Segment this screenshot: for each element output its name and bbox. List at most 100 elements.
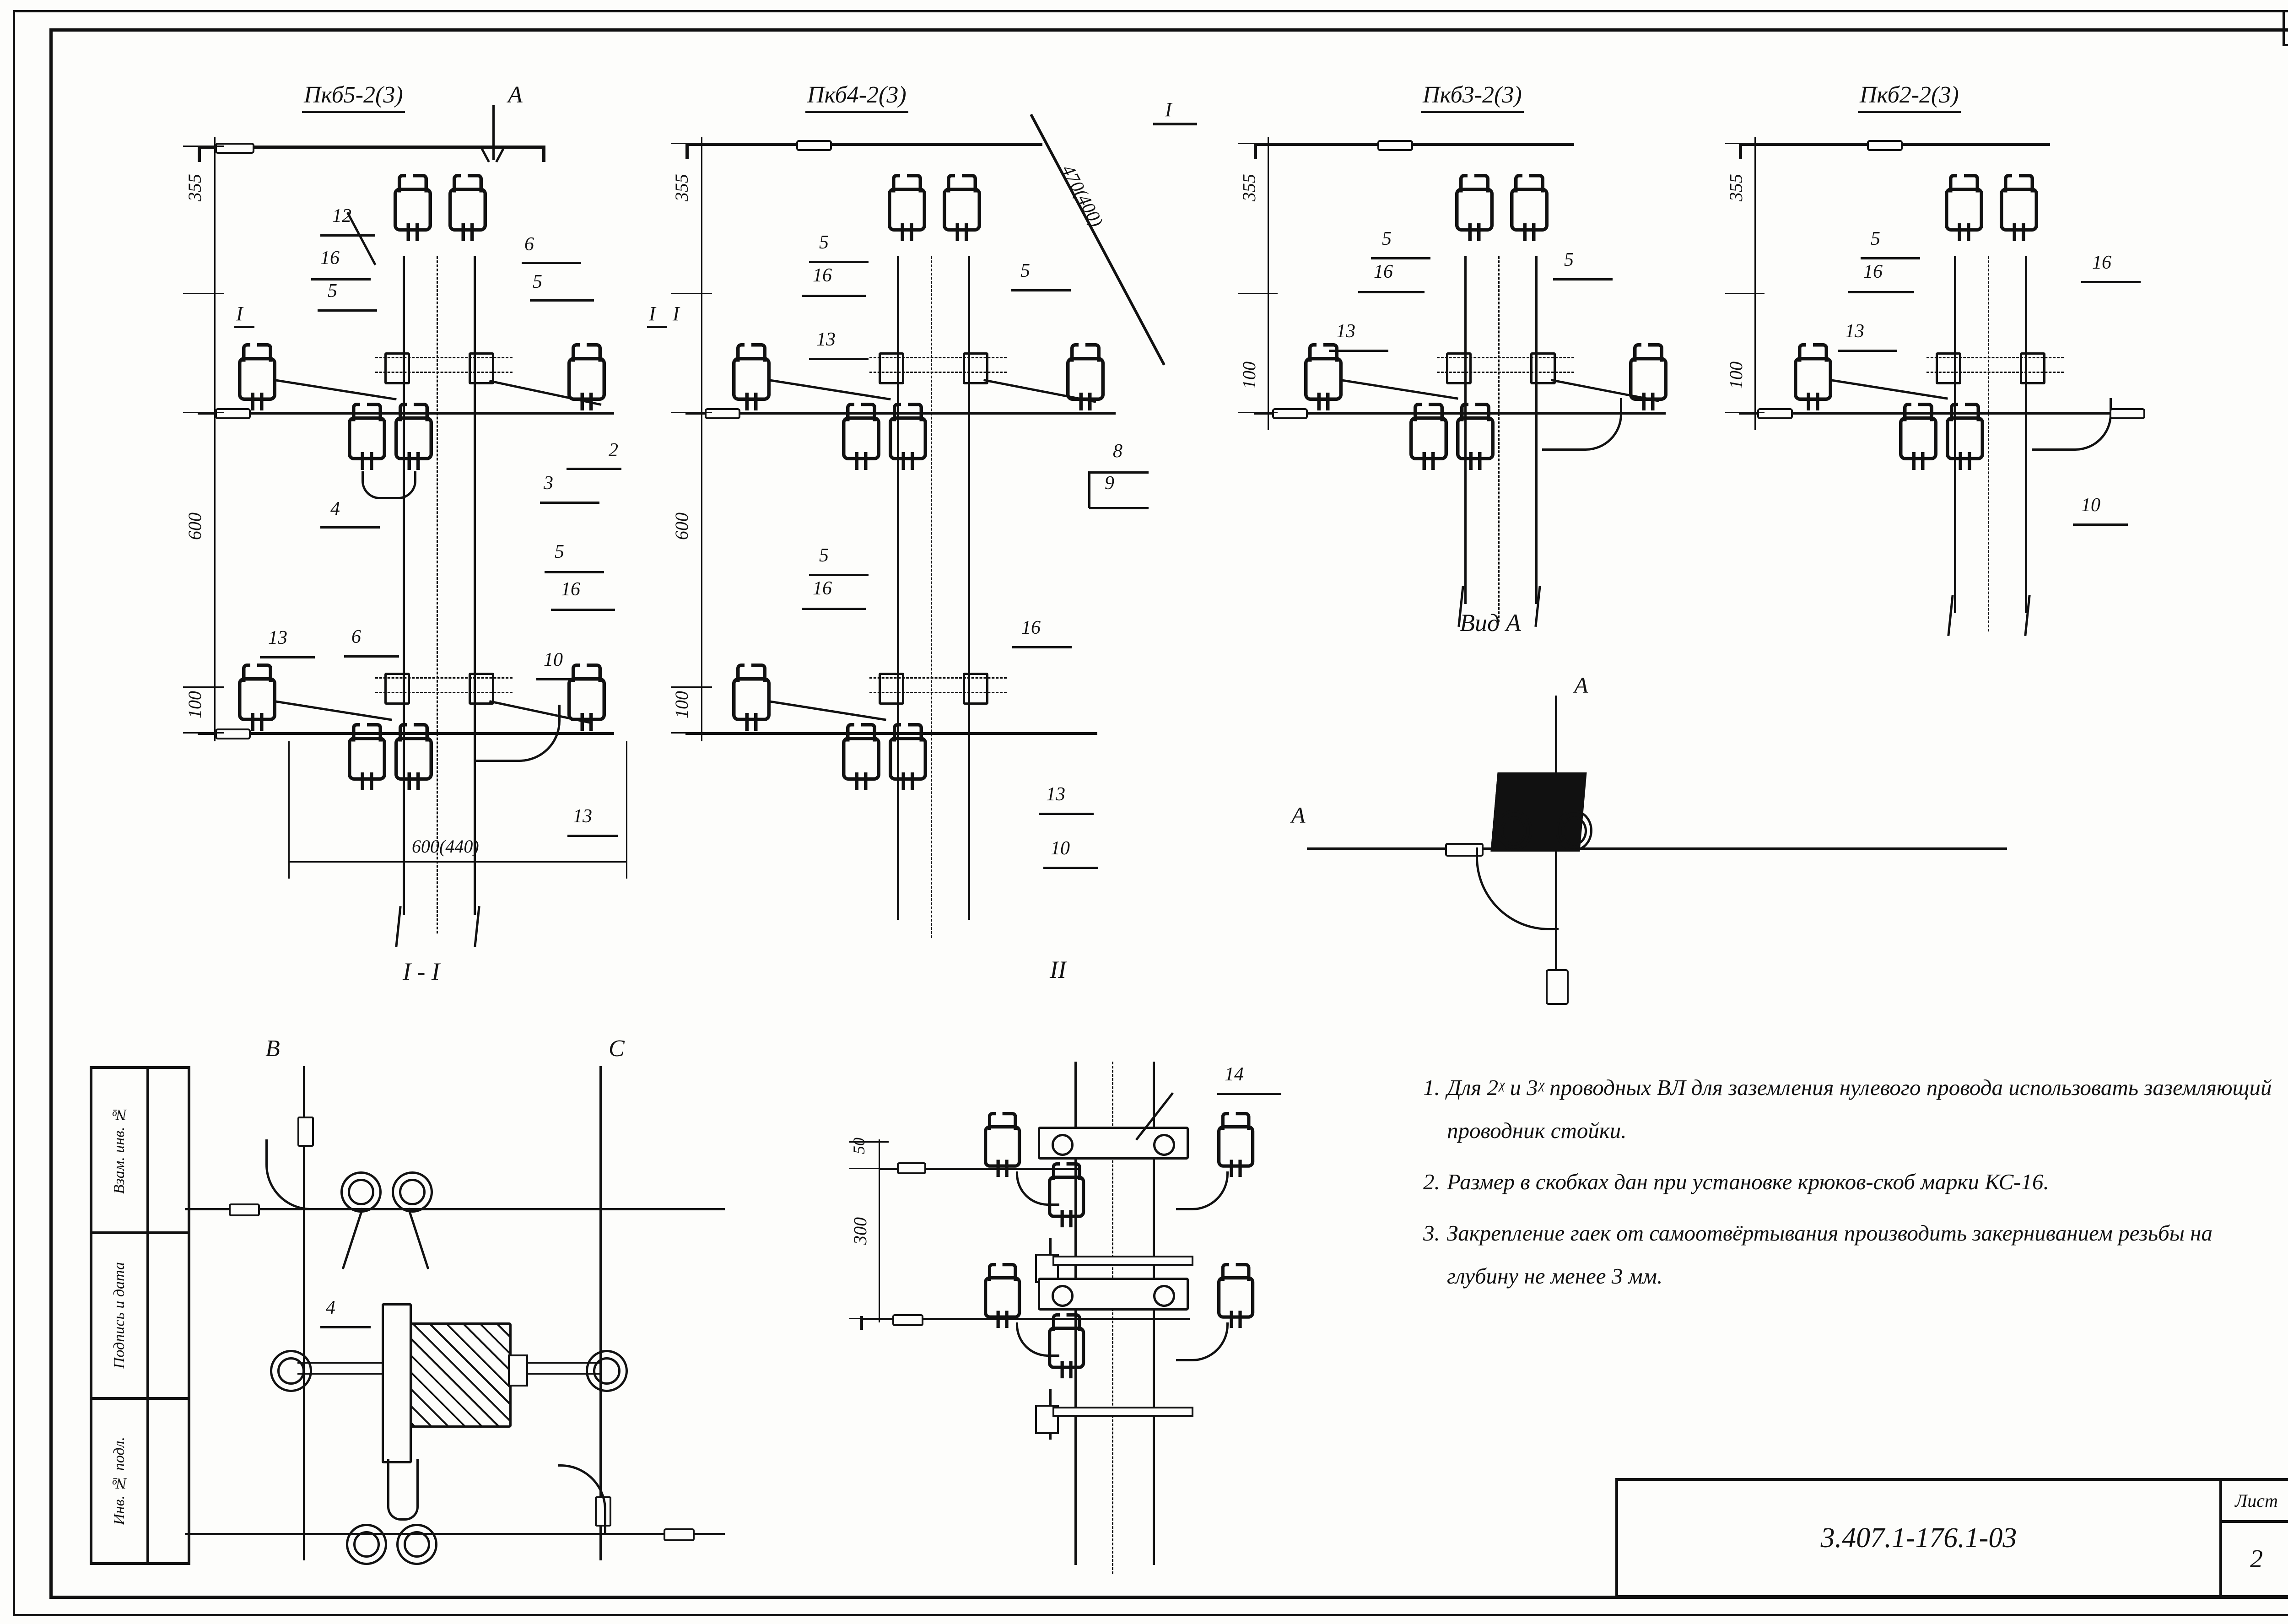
bracket-dashline-lower-v2-2: [869, 692, 1007, 693]
section-mark-i-left-bar: [234, 326, 254, 328]
section-eye-bottom-right-outer: [396, 1524, 437, 1565]
section-ii-bar-lower: [1052, 1407, 1193, 1417]
callout-4-leader: [320, 526, 380, 529]
callout-4: 4: [330, 498, 340, 519]
dim-arrow-100-bottom-v2: [671, 732, 712, 734]
clamp-upper-right-v2: [963, 352, 988, 384]
section-title-i-i: I - I: [403, 958, 440, 985]
conductor-tick-right: [542, 146, 545, 162]
section-mark-i-right-bar: [647, 326, 667, 328]
dim-value-600: 600: [184, 513, 205, 540]
callout-v2-13: 13: [816, 329, 836, 350]
sleeve-connector-v3: [1377, 140, 1413, 151]
bracket-dashline-v3-2: [1437, 372, 1574, 373]
callout-v2-8: 8: [1113, 441, 1122, 462]
dim-arrow-600-bottom-v2: [671, 686, 712, 688]
section-eye-top-left-inner: [348, 1179, 374, 1205]
sheet-label: Лист: [2222, 1481, 2288, 1523]
clamp-lower-left: [384, 673, 410, 705]
dim-value-600-440: 600(440): [412, 836, 479, 857]
section-hatched-block: [410, 1322, 512, 1428]
dim-extension-vertical: [214, 137, 216, 741]
callout-16b: 16: [561, 579, 580, 600]
stamp-field-label: Инв. № подл.: [111, 1436, 128, 1525]
callout-13b-leader: [567, 835, 618, 837]
note-text: Закрепление гаек от самоотвёртывания про…: [1447, 1220, 2212, 1289]
callout-6a: 6: [524, 234, 534, 255]
section-eye-bottom-right-inner: [404, 1531, 430, 1558]
dim-value-600-v2: 600: [671, 513, 692, 540]
section-eye-left-outer: [270, 1350, 312, 1392]
section-ii-bolt-upper-left: [1052, 1134, 1074, 1156]
dim-arrow-100-v4: [1725, 412, 1765, 413]
callout-5a: 5: [328, 281, 337, 302]
conductor-line-mid-v2: [685, 412, 1116, 415]
callout-13a: 13: [268, 627, 287, 648]
callout-v3-13: 13: [1336, 321, 1355, 342]
detail-title-vid-a: Вид А: [1460, 609, 1521, 637]
conductor-tick-left-v2: [685, 143, 689, 159]
note-text: Размер в скобках дан при установке крюко…: [1447, 1169, 2049, 1195]
section-mark-i-right: I: [649, 302, 656, 325]
section-ii-bolt-upper-right: [1153, 1134, 1175, 1156]
section-bolt-body: [382, 1303, 412, 1463]
section-axis-b: [303, 1066, 305, 1560]
callout-16b-leader: [551, 609, 615, 611]
bracket-dashline-lower-1: [375, 677, 513, 679]
callout-6a-leader: [522, 262, 581, 264]
dim-arrow-355-bottom-v4: [1725, 293, 1765, 294]
dim-value-100-v4: 100: [1726, 361, 1746, 389]
sleeve-connector-v2: [796, 140, 832, 151]
section-mark-c: C: [609, 1036, 625, 1062]
dim-value-100-v2: 100: [671, 691, 692, 718]
dim-value-355-v4: 355: [1726, 174, 1746, 201]
drawing-code: 3.407.1-176.1-03: [1618, 1481, 2222, 1595]
section-ii-dim-value-300: 300: [850, 1217, 870, 1245]
clamp-lower-left-v2: [879, 673, 904, 705]
callout-v2-box-bottom: [1089, 507, 1149, 509]
callout-v3-16-leader: [1358, 291, 1425, 293]
note-number: 1.: [1423, 1075, 1440, 1100]
clamp-upper-right: [469, 352, 494, 384]
callout-v2-16b-leader: [802, 608, 866, 610]
note-item: 3. Закрепление гаек от самоотвёртывания …: [1423, 1212, 2283, 1298]
conductor-line-bottom-v2: [685, 732, 1097, 735]
callout-v2-box-left: [1088, 471, 1090, 508]
callout-v3-5b-leader: [1553, 278, 1613, 281]
callout-v4-16b-leader: [2081, 281, 2141, 283]
dim-arrow-600-bottom: [183, 686, 224, 688]
view-title-pkb4: Пкб4-2(3): [805, 81, 908, 113]
section-ii-dim-50-top: [849, 1141, 889, 1143]
conductor-line-mid-v3: [1254, 412, 1666, 415]
vid-a-mark-left: A: [1291, 802, 1306, 828]
dim-arrow-355-top-v4: [1725, 143, 1765, 144]
section-ii-dim-50-line: [879, 1168, 1080, 1170]
section-eye-right-inner: [593, 1357, 621, 1385]
stamp-field: Инв. № подл.: [92, 1400, 146, 1562]
dim-arrow-355-bottom: [183, 293, 224, 294]
sleeve-connector-right-v4: [2110, 408, 2145, 419]
vid-a-axis-horizontal: [1307, 847, 2007, 850]
section-eye-bottom-left-outer: [346, 1524, 387, 1565]
callout-v2-8-leader: [1089, 471, 1149, 474]
clamp-left-v4: [1936, 352, 1961, 384]
section-ii-bar-upper: [1052, 1256, 1193, 1266]
dim-extension-vertical-v4: [1754, 137, 1756, 430]
callout-2-leader: [567, 468, 621, 470]
callout-v2-13b: 13: [1046, 784, 1065, 805]
conductor-tick-left: [198, 146, 201, 162]
callout-v3-5b: 5: [1564, 249, 1574, 270]
sleeve-connector-mid-v4: [1757, 408, 1793, 419]
sheet-frame-outer: [13, 10, 2288, 1616]
title-stamp-column-blank: [144, 1066, 190, 1565]
conductor-tick-left-v4: [1739, 143, 1742, 159]
pole-body-v4: [1954, 256, 2027, 613]
section-ii-callout-14-leader: [1217, 1093, 1281, 1095]
section-ii-dim-extension: [879, 1139, 880, 1322]
section-wire-down-right: [401, 1459, 419, 1521]
callout-16a-leader: [311, 278, 371, 281]
view-title-pkb2: Пкб2-2(3): [1858, 81, 1961, 113]
callout-v2-13b-leader: [1039, 813, 1094, 815]
pole-body: [403, 256, 476, 915]
